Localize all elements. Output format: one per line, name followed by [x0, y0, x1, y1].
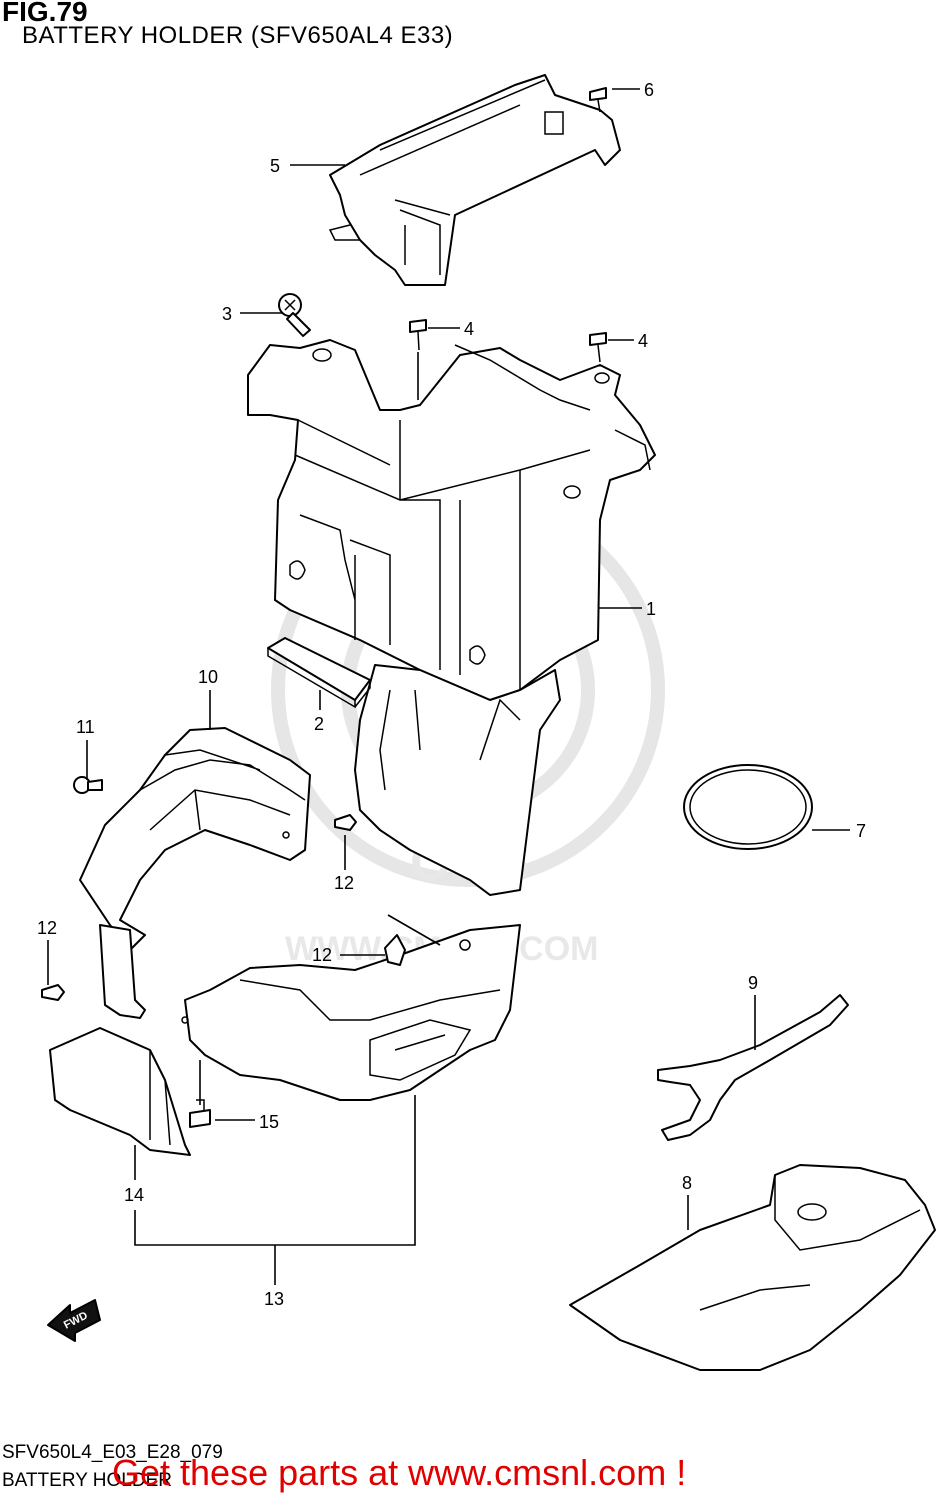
diagram-name: BATTERY HOLDER	[2, 1470, 172, 1491]
callout-4-left: 4	[464, 319, 474, 339]
callout-11: 11	[76, 717, 95, 737]
part-7-band	[683, 764, 813, 850]
callout-8: 8	[682, 1173, 692, 1193]
fasteners	[41, 776, 406, 1128]
callout-4-right: 4	[638, 331, 648, 351]
part-6-screw	[589, 87, 607, 113]
callout-14: 14	[124, 1185, 144, 1205]
callout-1: 1	[646, 599, 656, 619]
callout-12-center: 12	[334, 873, 354, 893]
part-2-pad	[267, 637, 371, 709]
callout-13: 13	[264, 1289, 284, 1309]
callout-7: 7	[856, 821, 866, 841]
callout-15: 15	[259, 1112, 279, 1132]
figure-label: FIG.79	[2, 0, 88, 27]
callout-12-lower: 12	[312, 945, 332, 965]
promo-link[interactable]: Get these parts at www.cmsnl.com !	[112, 1452, 687, 1493]
part-10-cover	[79, 727, 311, 951]
callout-5: 5	[270, 156, 280, 176]
callout-3: 3	[222, 304, 232, 324]
callout-10: 10	[198, 667, 218, 687]
callout-9: 9	[748, 973, 758, 993]
fwd-direction-arrow: FWD	[47, 1299, 101, 1342]
part-8-tool-bag	[569, 1164, 936, 1371]
callout-6: 6	[644, 80, 654, 100]
figure-subtitle: BATTERY HOLDER (SFV650AL4 E33)	[22, 22, 454, 49]
part-13-lower-cover	[181, 924, 521, 1101]
part-9-wrench	[657, 994, 849, 1141]
part-4-screws	[409, 319, 607, 363]
callout-2: 2	[314, 714, 324, 734]
part-14-bracket	[49, 924, 191, 1156]
callout-12-left: 12	[37, 918, 57, 938]
callout-labels: 5 6 3 4 4 1 2 7 10 11 12 12 12 9 8 15 14…	[37, 80, 866, 1309]
part-3-bolt	[278, 293, 311, 337]
part-1-battery-case	[247, 339, 656, 896]
diagram-code: SFV650L4_E03_E28_079	[2, 1442, 223, 1463]
leader-lines	[47, 88, 850, 1285]
part-5-upper-bracket	[328, 74, 621, 286]
